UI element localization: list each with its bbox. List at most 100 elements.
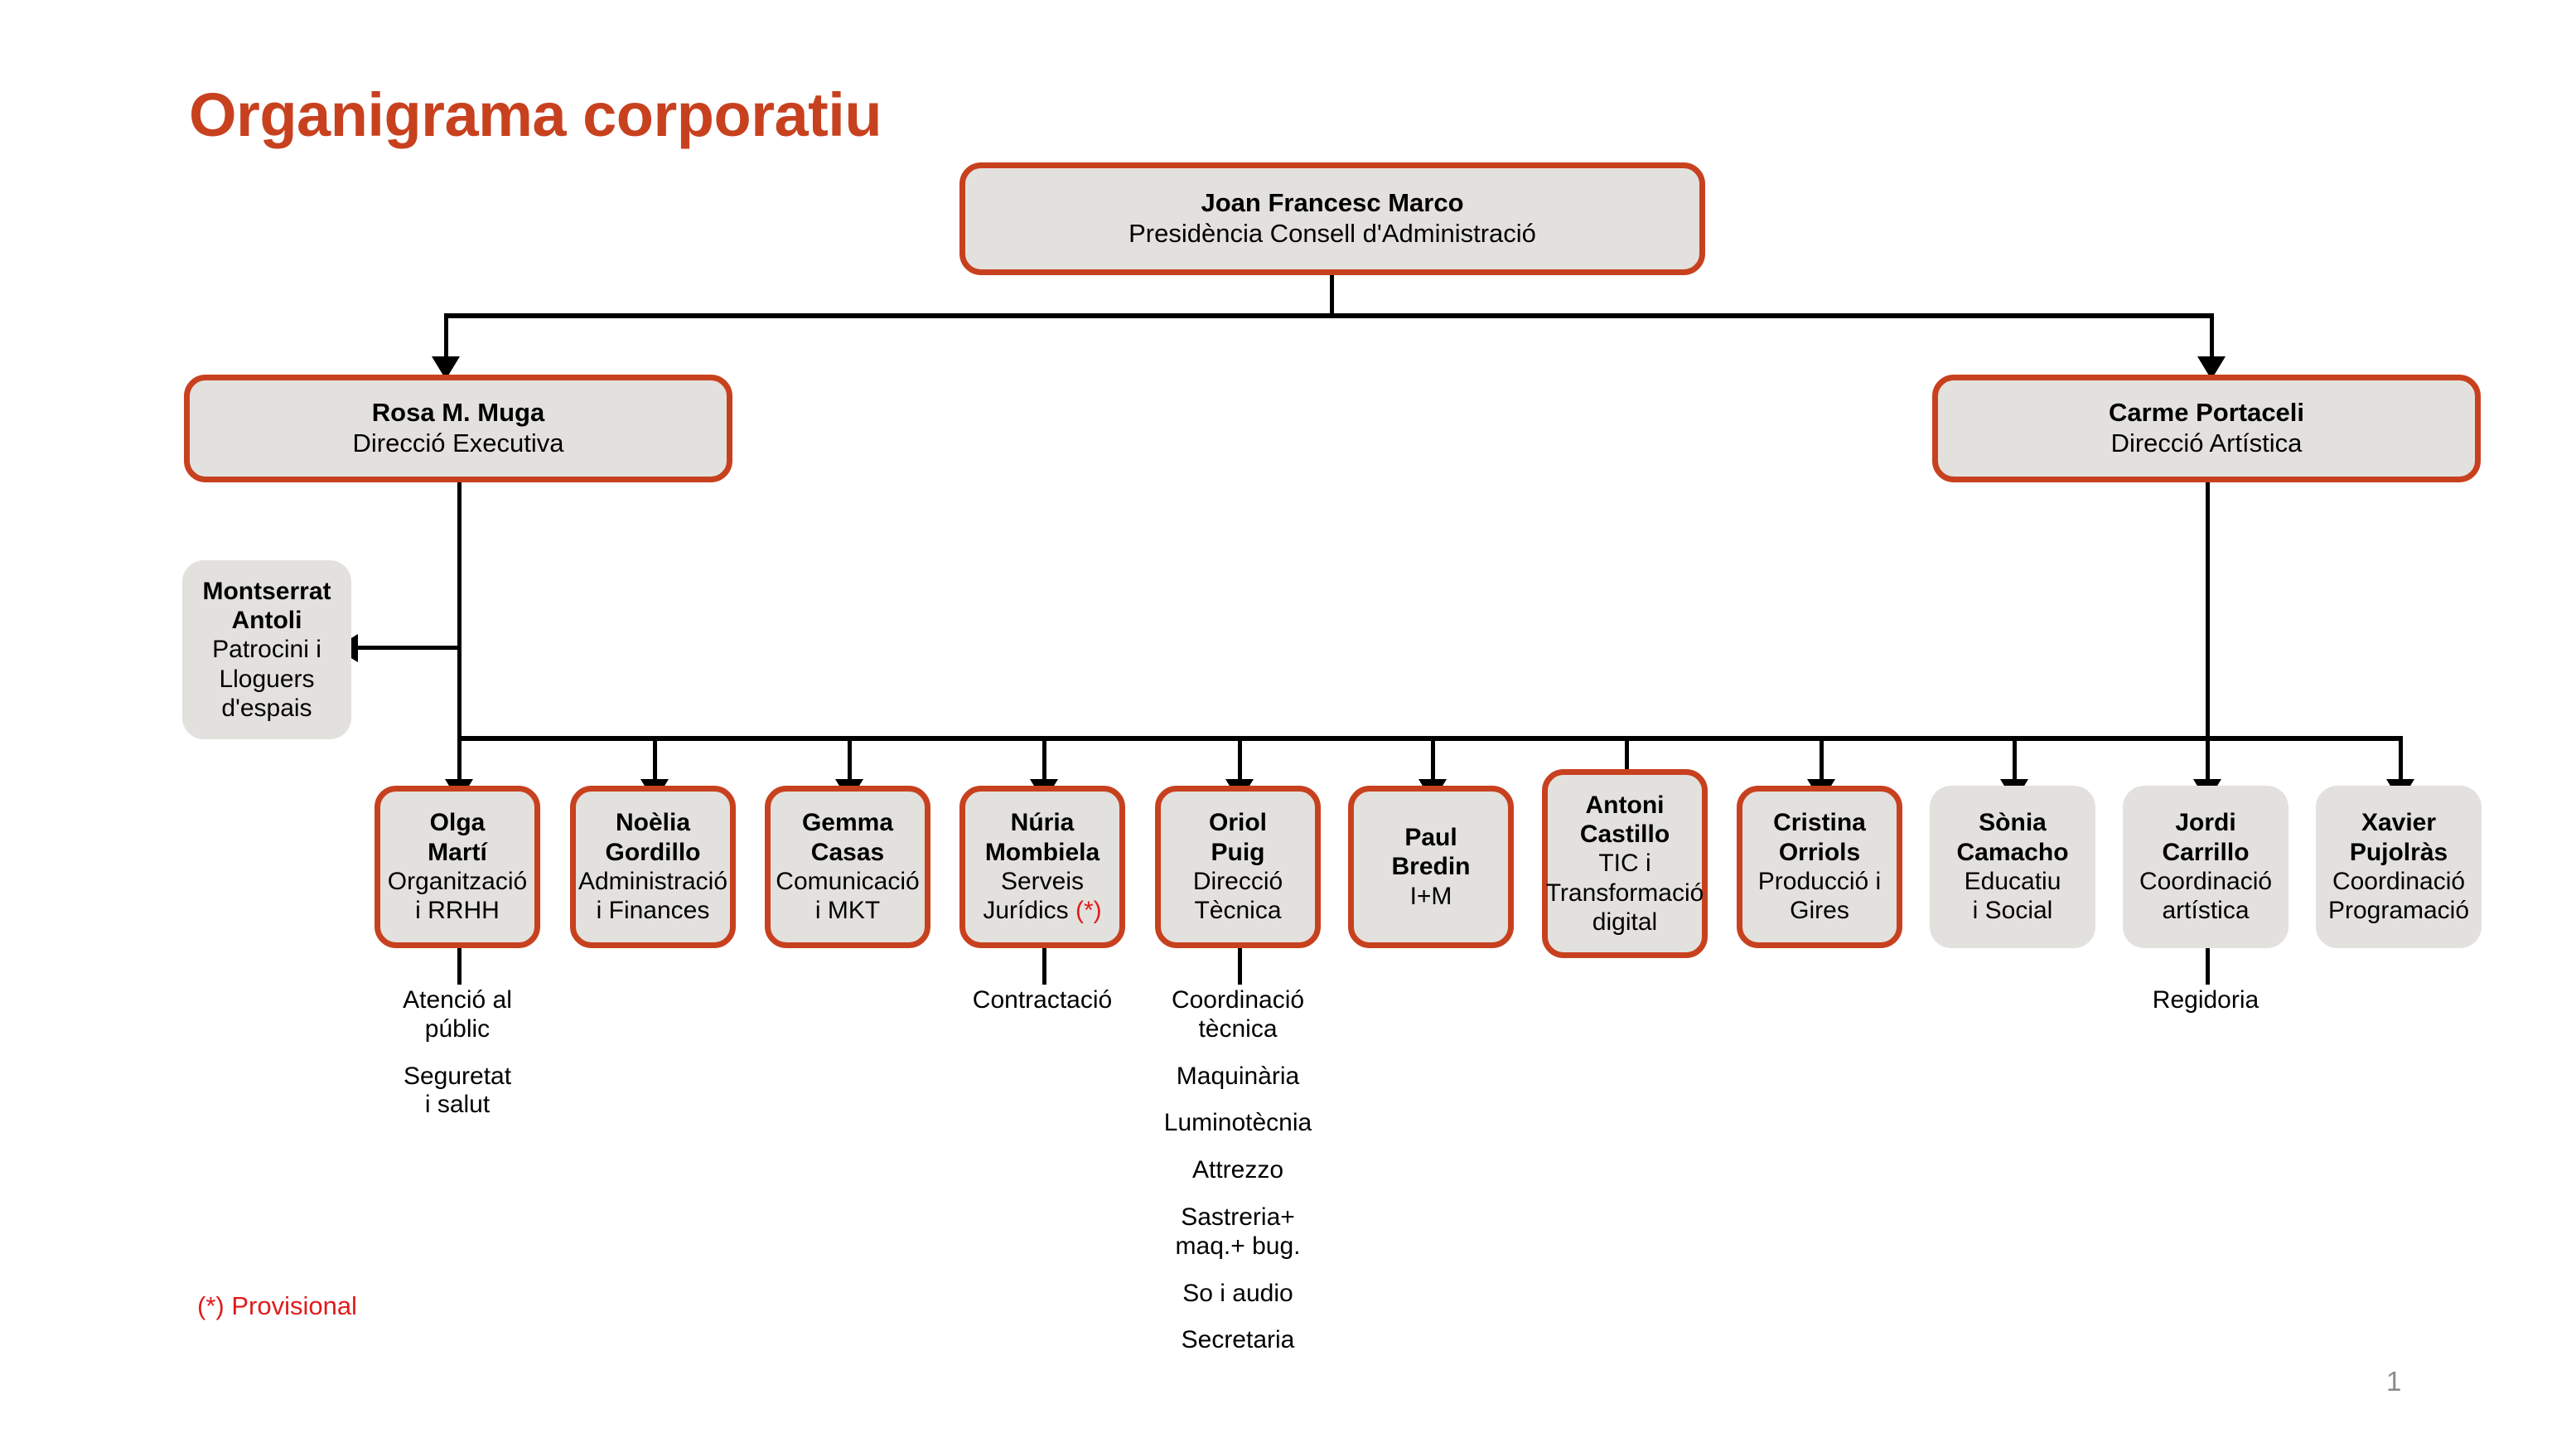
subitem-sastreria-line1: Sastreria+	[1181, 1203, 1295, 1231]
node-sonia-camacho-role-1: Educatiu	[1964, 868, 2061, 895]
connector-drop-0	[457, 736, 462, 787]
connector-to-carme	[2210, 313, 2214, 365]
page-number: 1	[2386, 1366, 2402, 1397]
connector-nuria-substem	[1042, 948, 1046, 985]
node-sonia-camacho-name-2: Camacho	[1956, 838, 2069, 866]
node-nuria-mombiela[interactable]: Núria Mombiela Serveis Jurídics (*)	[959, 786, 1125, 948]
subitem-sastreria-line2: maq.+ bug.	[1175, 1232, 1301, 1260]
node-carme-portaceli-name: Carme Portaceli	[2108, 398, 2305, 428]
connector-jordi-substem	[2206, 948, 2210, 985]
connector-drop-8	[2013, 736, 2017, 787]
node-noelia-gordillo-role-2: i Finances	[596, 897, 710, 925]
node-xavier-pujolras-role-2: Programació	[2327, 897, 2470, 925]
node-nuria-mombiela-role-2-text: Jurídics	[983, 897, 1069, 925]
node-antoni-castillo-name-1: Antoni	[1585, 791, 1665, 819]
subitem-seguretat-i-salut-line1: Seguretat	[403, 1062, 512, 1090]
node-oriol-puig[interactable]: Oriol Puig Direcció Tècnica	[1155, 786, 1321, 948]
subitem-attrezzo: Attrezzo	[1191, 1156, 1284, 1184]
subitem-secretaria: Secretaria	[1181, 1326, 1295, 1354]
node-nuria-mombiela-role-2: Jurídics (*)	[983, 896, 1101, 925]
node-jordi-carrillo-role-2: artística	[2162, 897, 2250, 925]
subitem-coordinacio-tecnica-line1: Coordinació	[1171, 986, 1305, 1014]
node-gemma-casas-role-2: i MKT	[814, 897, 881, 925]
subitem-maquinaria: Maquinària	[1176, 1062, 1300, 1090]
node-olga-marti-role-2: i RRHH	[415, 897, 500, 925]
node-root-name: Joan Francesc Marco	[1201, 188, 1464, 218]
node-carme-portaceli[interactable]: Carme Portaceli Direcció Artística	[1932, 375, 2481, 482]
node-cristina-orriols-name-2: Orriols	[1778, 838, 1861, 866]
node-cristina-orriols-role-1: Producció i	[1757, 868, 1882, 895]
node-carme-portaceli-role: Direcció Artística	[2110, 428, 2303, 457]
connector-to-montserrat	[358, 646, 459, 650]
node-montserrat-antoli-name-1: Montserrat	[202, 577, 331, 605]
node-montserrat-antoli-role-2: Lloguers	[219, 665, 315, 693]
connector-level2-bus	[444, 313, 2214, 318]
node-paul-bredin[interactable]: Paul Bredin I+M	[1348, 786, 1514, 948]
node-jordi-carrillo-role-1: Coordinació	[2139, 868, 2273, 895]
node-cristina-orriols-role-2: Gires	[1790, 897, 1849, 925]
node-paul-bredin-name-1: Paul	[1404, 823, 1457, 851]
node-montserrat-antoli-name-2: Antoli	[231, 606, 302, 634]
connector-drop-1	[653, 736, 657, 787]
node-antoni-castillo-role-3: digital	[1592, 908, 1658, 937]
node-root[interactable]: Joan Francesc Marco Presidència Consell …	[959, 162, 1705, 275]
node-olga-marti[interactable]: Olga Martí Organització i RRHH	[375, 786, 540, 948]
node-noelia-gordillo-name-2: Gordillo	[605, 838, 701, 866]
subitem-sastreria: Sastreria+ maq.+ bug.	[1130, 1203, 1346, 1261]
node-xavier-pujolras-name-2: Pujolràs	[2349, 838, 2448, 866]
node-jordi-carrillo-name-2: Carrillo	[2162, 838, 2250, 866]
node-noelia-gordillo-role-1: Administració	[578, 868, 728, 895]
subitem-coordinacio-tecnica: Coordinació tècnica	[1130, 986, 1346, 1044]
node-oriol-puig-role-2: Tècnica	[1194, 897, 1282, 925]
node-gemma-casas-name-1: Gemma	[801, 809, 894, 837]
node-cristina-orriols[interactable]: Cristina Orriols Producció i Gires	[1737, 786, 1902, 948]
node-antoni-castillo[interactable]: Antoni Castillo TIC i Transformació digi…	[1542, 769, 1708, 958]
node-nuria-mombiela-role-1: Serveis	[1000, 868, 1085, 895]
connector-drop-7	[1820, 736, 1824, 787]
node-montserrat-antoli-role-1: Patrocini i	[212, 636, 321, 664]
connector-olga-substem	[457, 948, 462, 985]
connector-drop-10	[2399, 736, 2403, 787]
subitem-luminotecnia: Luminotècnia	[1163, 1109, 1312, 1137]
connector-drop-4	[1238, 736, 1242, 787]
node-jordi-carrillo[interactable]: Jordi Carrillo Coordinació artística	[2123, 786, 2288, 948]
node-gemma-casas-role-1: Comunicació	[776, 868, 920, 895]
subitem-atencio-al-public-line2: públic	[424, 1014, 491, 1043]
node-oriol-puig-name-1: Oriol	[1208, 809, 1267, 837]
node-cristina-orriols-name-1: Cristina	[1773, 809, 1866, 837]
node-paul-bredin-role-1: I+M	[1409, 882, 1452, 910]
node-jordi-carrillo-name-1: Jordi	[2175, 809, 2236, 837]
node-gemma-casas-name-2: Casas	[810, 838, 885, 866]
node-antoni-castillo-name-2: Castillo	[1579, 820, 1670, 848]
page-title: Organigrama corporatiu	[189, 80, 882, 149]
subitem-seguretat-i-salut-line2: i salut	[424, 1091, 491, 1119]
node-olga-marti-role-1: Organització	[387, 868, 528, 895]
node-montserrat-antoli[interactable]: Montserrat Antoli Patrocini i Lloguers d…	[182, 560, 351, 739]
node-noelia-gordillo-name-1: Noèlia	[615, 809, 691, 837]
node-nuria-mombiela-name-2: Mombiela	[984, 838, 1100, 866]
connector-drop-5	[1431, 736, 1435, 787]
node-sonia-camacho[interactable]: Sònia Camacho Educatiu i Social	[1930, 786, 2095, 948]
subitem-atencio-al-public-line1: Atenció al	[403, 986, 512, 1014]
node-root-role: Presidència Consell d'Administració	[1129, 219, 1536, 248]
connector-root-stem	[1330, 275, 1334, 318]
node-noelia-gordillo[interactable]: Noèlia Gordillo Administració i Finances	[570, 786, 736, 948]
subitem-so-i-audio: So i audio	[1182, 1279, 1293, 1307]
connector-leaf-bus	[457, 736, 2400, 741]
subitem-regidoria: Regidoria	[2152, 986, 2259, 1014]
node-xavier-pujolras[interactable]: Xavier Pujolràs Coordinació Programació	[2316, 786, 2482, 948]
node-gemma-casas[interactable]: Gemma Casas Comunicació i MKT	[765, 786, 930, 948]
node-antoni-castillo-role-2: Transformació	[1545, 879, 1704, 907]
node-rosa-muga[interactable]: Rosa M. Muga Direcció Executiva	[184, 375, 732, 482]
connector-to-rosa	[444, 313, 448, 365]
connector-carme-stem	[2206, 482, 2210, 741]
connector-drop-3	[1042, 736, 1046, 787]
connector-oriol-substem	[1238, 948, 1242, 985]
node-rosa-muga-role: Direcció Executiva	[352, 428, 564, 457]
subitems-jordi: Regidoria	[2098, 986, 2313, 1015]
node-montserrat-antoli-role-3: d'espais	[221, 695, 312, 723]
node-xavier-pujolras-role-1: Coordinació	[2332, 868, 2466, 895]
subitems-oriol: Coordinació tècnica Maquinària Luminotèc…	[1130, 986, 1346, 1355]
node-paul-bredin-name-2: Bredin	[1391, 853, 1471, 881]
